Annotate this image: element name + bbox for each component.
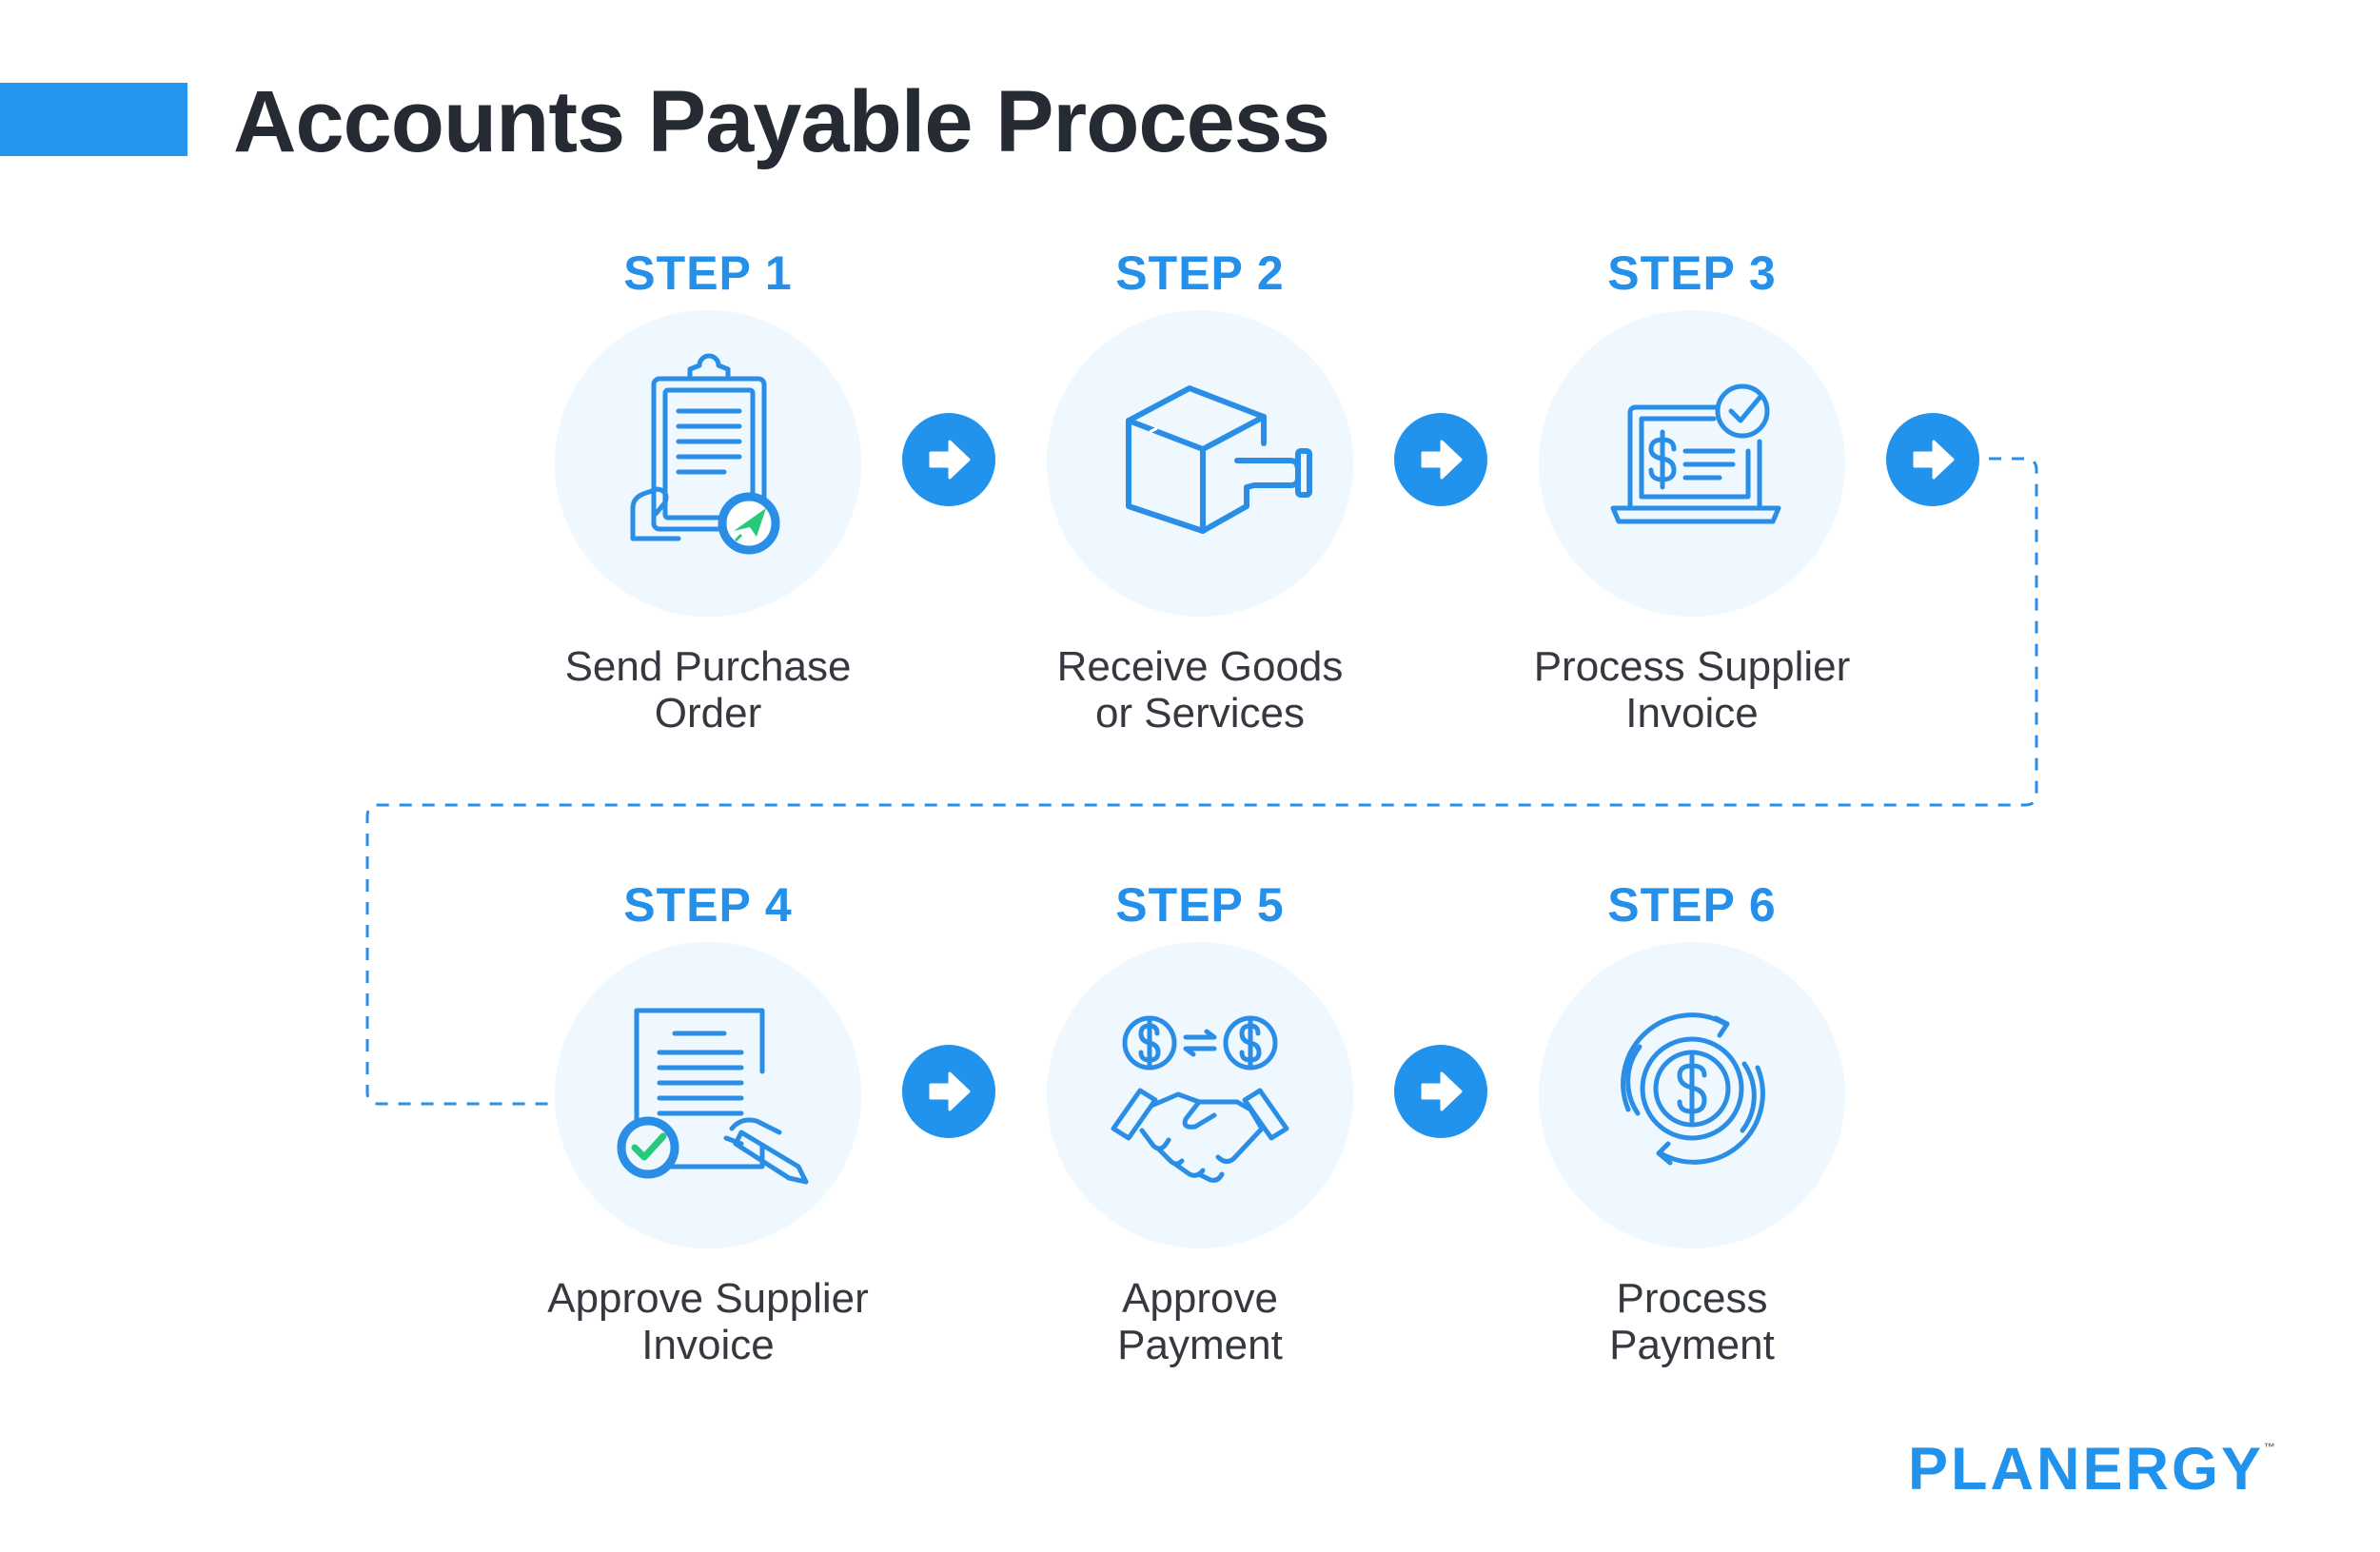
step-3-circle [1539,310,1845,617]
step-4-label: STEP 4 [623,878,793,932]
laptop-invoice-icon [1610,383,1781,524]
page-title: Accounts Payable Process [233,73,1330,170]
step-1-circle [555,310,861,617]
step-2-label: STEP 2 [1115,246,1285,300]
planergy-logo: PLANERGY™ [1908,1436,2276,1503]
step-2-circle [1047,310,1353,617]
dollar-cycle-icon [1621,1012,1765,1166]
arrow-right-icon [902,1045,995,1138]
arrow-right-icon [902,413,995,506]
arrow-right-icon [1394,413,1487,506]
arrow-right-icon [1886,413,1979,506]
arrow-right-icon [1394,1045,1487,1138]
box-hand-icon [1126,385,1312,534]
step-3-label: STEP 3 [1607,246,1777,300]
clipboard-send-icon [630,353,780,555]
handshake-dollar-icon [1111,1015,1289,1183]
step-5-circle [1047,942,1353,1248]
step-5-label: STEP 5 [1115,878,1285,932]
title-accent-bar [0,83,187,156]
step-1-label: STEP 1 [623,246,793,300]
document-sign-icon [617,1008,809,1185]
step-6-label: STEP 6 [1607,878,1777,932]
step-6-circle [1539,942,1845,1248]
step-4-circle [555,942,861,1248]
